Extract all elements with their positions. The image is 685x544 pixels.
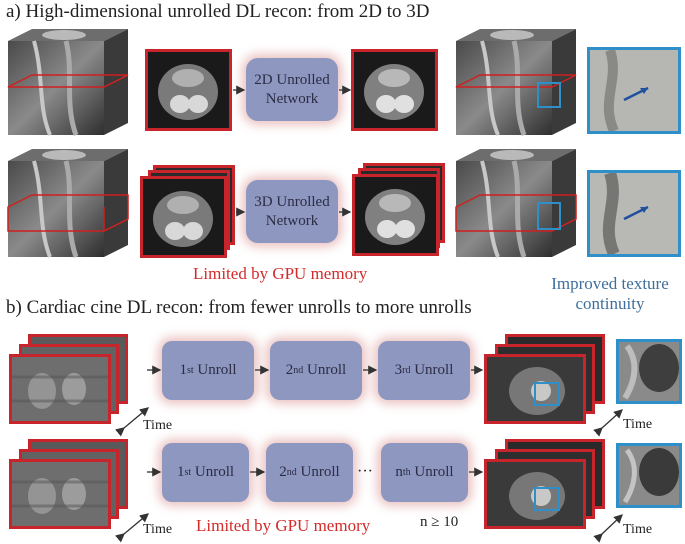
time-label-r1-out: Time [623, 417, 653, 432]
knee-volume-cube-2d [4, 27, 132, 137]
knee-result-cube-3d [452, 147, 580, 259]
n-note: n ≥ 10 [420, 514, 459, 530]
knee-slice-output-2d [351, 49, 438, 131]
knee-stack-input-front [140, 176, 227, 258]
knee-volume-cube-3d [4, 147, 132, 259]
unroll-r2-2-num: 2 [279, 464, 287, 480]
time-label-r1: Time [143, 418, 173, 433]
unroll-r1-1-label: Unroll [197, 362, 237, 378]
knee-slice-input-2d [145, 49, 232, 131]
zoom-patch-3d [587, 170, 681, 257]
knee-stack-output-front [352, 174, 439, 256]
2d-net-line2: Network [265, 90, 319, 107]
unroll-r1-1-sup: st [186, 365, 194, 376]
unroll-r2-1-num: 1 [176, 464, 185, 480]
unroll-r2-3-label: Unroll [414, 464, 454, 480]
unroll-r1-3-num: 3 [394, 362, 403, 378]
unroll-r2-2-sup: nd [286, 467, 297, 478]
knee-result-cube-2d [452, 27, 580, 137]
unroll-r2-1-label: Unroll [194, 464, 235, 480]
2d-net-line1: 2D Unrolled [254, 71, 330, 88]
unroll-r1-3-sup: rd [402, 365, 411, 376]
improved-line2: continuity [575, 294, 645, 313]
unroll-r2-3-num: n [395, 464, 403, 480]
improved-texture-note: Improved texture continuity [540, 274, 680, 314]
3d-net-line2: Network [265, 212, 319, 229]
cine-zoom-r1 [616, 339, 682, 404]
time-arrow-r2-out [593, 514, 623, 543]
time-label-r2: Time [143, 522, 173, 537]
cine-output-front-r1 [484, 354, 586, 424]
time-label-r2-out: Time [623, 522, 653, 537]
zoom-patch-2d [587, 47, 681, 134]
gpu-limit-note-a: Limited by GPU memory [193, 264, 368, 283]
unroll-r1-3-label: Unroll [414, 362, 454, 378]
unroll-r1-2-label: Unroll [307, 362, 347, 378]
section-a-title: a) High-dimensional unrolled DL recon: f… [6, 1, 430, 22]
unroll-r2-2-label: Unroll [300, 464, 340, 480]
time-arrow-r1-out [593, 409, 623, 437]
unroll-r2-3-sup: th [402, 467, 411, 478]
3d-net-line1: 3D Unrolled [254, 193, 330, 210]
cine-input-front-r1 [9, 354, 111, 424]
unroll-r1-2-sup: nd [293, 365, 304, 376]
unroll-r1-2-num: 2 [285, 362, 294, 378]
section-b-title: b) Cardiac cine DL recon: from fewer unr… [6, 297, 472, 318]
ellipsis: ··· [357, 463, 373, 480]
cine-zoom-r2 [616, 443, 682, 508]
improved-line1: Improved texture [551, 274, 669, 293]
cine-output-front-r2 [484, 459, 586, 529]
unroll-r2-1-sup: st [184, 467, 192, 478]
unroll-r1-1-num: 1 [179, 362, 187, 378]
cine-input-front-r2 [9, 459, 111, 529]
gpu-limit-note-b: Limited by GPU memory [196, 516, 371, 535]
